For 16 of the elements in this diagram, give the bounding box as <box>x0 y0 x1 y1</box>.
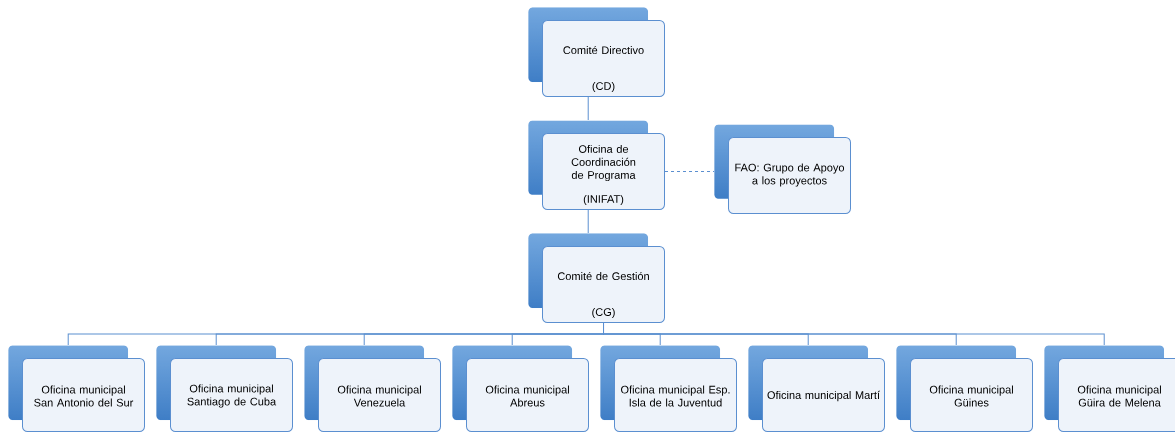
org-box: Oficina municipal Martí <box>762 358 885 432</box>
org-box: Oficina municipal Santiago de Cuba <box>170 358 293 432</box>
org-box: Comité Directivo (CD) <box>542 20 665 97</box>
connector-line <box>587 209 589 234</box>
org-box: Oficina municipal Abreus <box>466 358 589 432</box>
connector-line <box>587 96 589 121</box>
org-box: Oficina municipal Güines <box>910 358 1033 432</box>
org-box: Oficina municipal Esp. Isla de la Juventud <box>614 358 737 432</box>
org-box: Comité de Gestión (CG) <box>542 246 665 323</box>
org-box: Oficina municipal Venezuela <box>318 358 441 432</box>
org-box: Oficina municipal San Antonio del Sur <box>22 358 145 432</box>
connector-line <box>664 171 715 172</box>
connector-line <box>603 322 1105 346</box>
org-box: Oficina de Coordinación de Programa (INIFAT) <box>542 133 665 210</box>
org-box: FAO: Grupo de Apoyo a los proyectos <box>728 137 851 214</box>
org-box: Oficina municipal Güira de Melena <box>1058 358 1175 432</box>
